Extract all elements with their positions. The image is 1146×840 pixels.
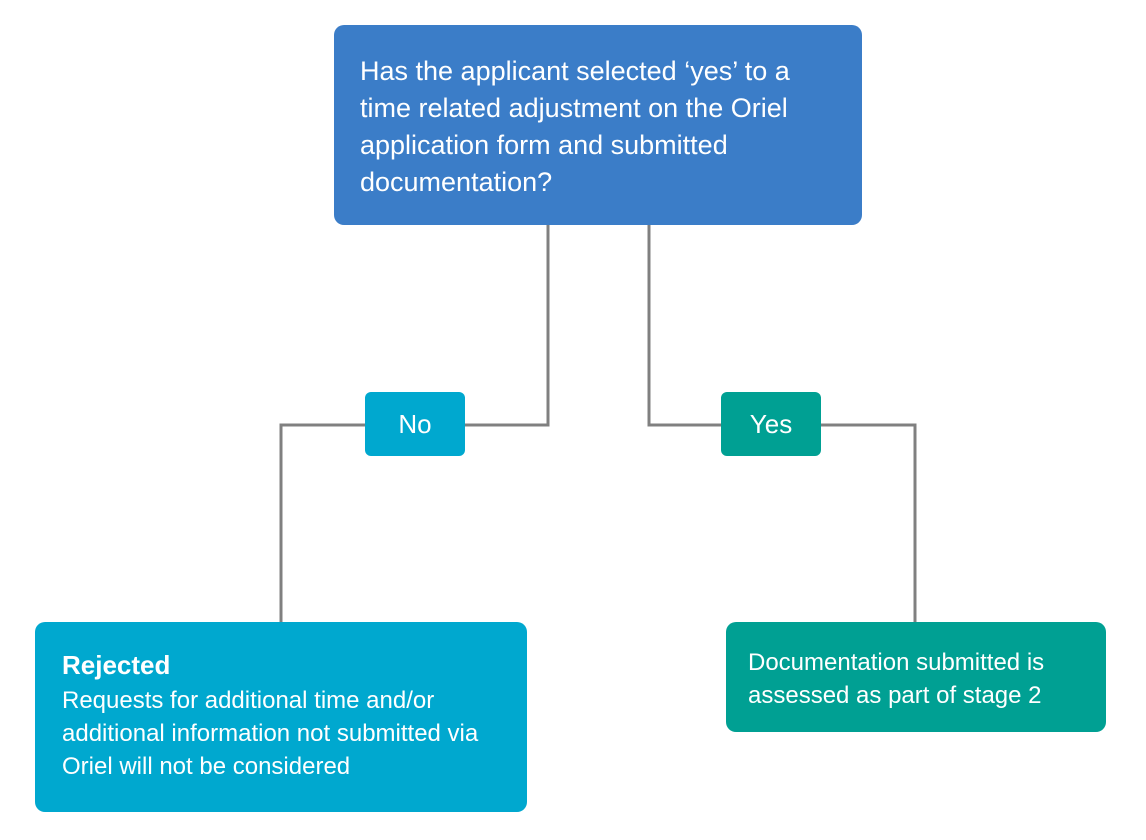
yes-branch-label: Yes <box>721 392 821 456</box>
assessed-node: Documentation submitted is assessed as p… <box>726 622 1106 732</box>
yes-label-text: Yes <box>749 408 793 439</box>
connector-question-to-yes <box>647 225 721 427</box>
assessed-description: Documentation submitted is assessed as p… <box>748 649 1045 709</box>
no-branch-label: No <box>365 392 465 456</box>
question-text: Has the applicant selected ‘yes’ to a ti… <box>360 56 790 197</box>
no-label-text: No <box>398 408 432 439</box>
rejected-title: Rejected <box>62 650 171 680</box>
rejected-description: Requests for additional time and/or addi… <box>62 687 479 780</box>
connector-yes-to-assessed <box>821 423 917 622</box>
question-node: Has the applicant selected ‘yes’ to a ti… <box>334 25 862 225</box>
rejected-node: Rejected Requests for additional time an… <box>35 622 527 812</box>
connector-no-to-rejected <box>279 423 365 622</box>
connector-question-to-no <box>465 225 550 427</box>
